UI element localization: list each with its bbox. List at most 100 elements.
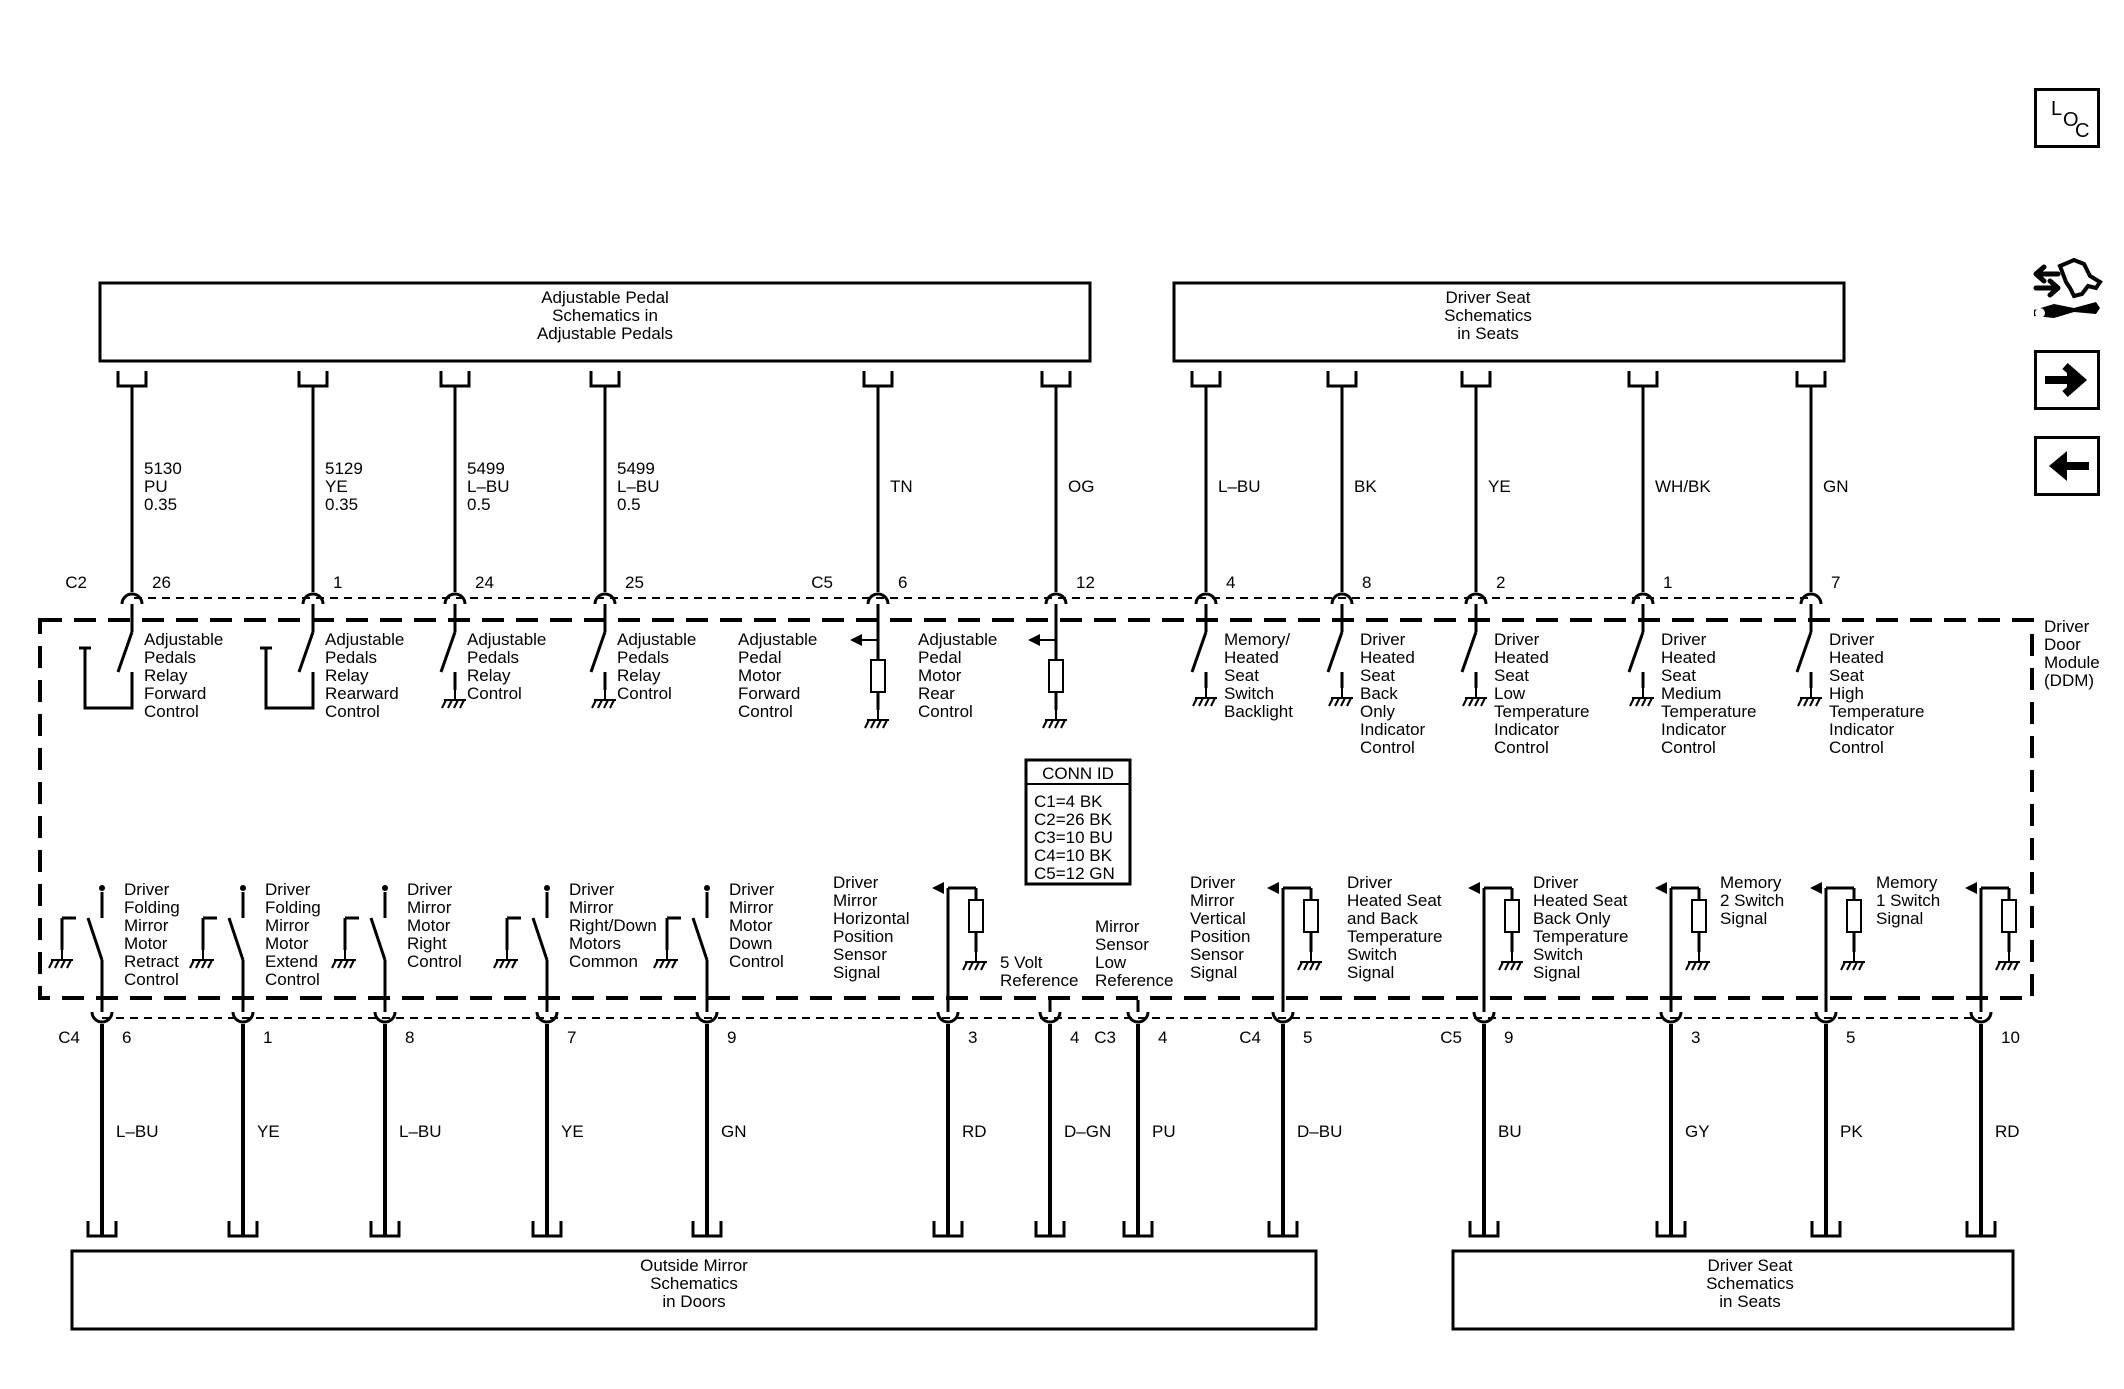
bottom-pin bbox=[1126, 1011, 1150, 1024]
top-pin-number: 2 bbox=[1496, 573, 1505, 592]
bottom-harness-connector bbox=[86, 1221, 118, 1238]
bottom-pin-number: 10 bbox=[2001, 1028, 2020, 1047]
bottom-circuit-label: Sensor bbox=[1190, 945, 1244, 964]
top-circuit-label: Heated bbox=[1829, 648, 1884, 667]
signal-arrow bbox=[850, 634, 862, 646]
bottom-wire-label: PU bbox=[1152, 1122, 1176, 1141]
top-circuit-label: Temperature bbox=[1829, 702, 1924, 721]
top-harness-connector bbox=[116, 371, 148, 388]
bottom-circuit-label: Motor bbox=[729, 916, 773, 935]
ground-symbol-hatch bbox=[1042, 719, 1048, 729]
driver-seat-bottom-box-text: Driver Seat bbox=[1707, 1256, 1792, 1275]
bottom-circuit-label: Driver bbox=[1190, 873, 1236, 892]
adjustable-pedal-box-text: Schematics in bbox=[552, 306, 658, 325]
top-pin bbox=[1464, 592, 1488, 605]
ground-symbol-hatch bbox=[1297, 961, 1303, 971]
bottom-circuit-label: 2 Switch bbox=[1720, 891, 1784, 910]
top-circuit-label: Pedal bbox=[738, 648, 781, 667]
bottom-circuit-label: Mirror bbox=[1095, 917, 1140, 936]
bottom-circuit-label: Memory bbox=[1876, 873, 1938, 892]
bottom-circuit-label: Mirror bbox=[265, 916, 310, 935]
top-circuit-label: Control bbox=[1661, 738, 1716, 757]
bottom-wire-label: D–GN bbox=[1064, 1122, 1111, 1141]
ground-symbol-hatch bbox=[962, 961, 968, 971]
top-circuit-label: Indicator bbox=[1360, 720, 1426, 739]
bottom-pin bbox=[1472, 1011, 1496, 1024]
ground-symbol-hatch bbox=[499, 959, 505, 969]
top-circuit-label: Seat bbox=[1494, 666, 1529, 685]
switch-node bbox=[240, 885, 246, 891]
driver-seat-top-box-text: in Seats bbox=[1457, 324, 1518, 343]
top-pin bbox=[1631, 592, 1655, 605]
bottom-pin-number: 4 bbox=[1070, 1028, 1079, 1047]
signal-arrow bbox=[1655, 882, 1667, 894]
top-circuit-label: Control bbox=[325, 702, 380, 721]
relay-coil-loop bbox=[79, 646, 134, 710]
top-harness-connector bbox=[297, 371, 329, 388]
ground-symbol-hatch bbox=[1315, 961, 1321, 971]
top-pin-number: 1 bbox=[333, 573, 342, 592]
ground-symbol-hatch bbox=[1797, 697, 1803, 707]
ground-symbol-hatch bbox=[195, 959, 201, 969]
tools-icon[interactable] bbox=[2030, 256, 2106, 330]
bottom-pin bbox=[936, 1011, 960, 1024]
bottom-circuit-label: Temperature bbox=[1347, 927, 1442, 946]
bottom-harness-connector bbox=[1810, 1221, 1842, 1238]
switch-node bbox=[382, 885, 388, 891]
bottom-circuit-label: Driver bbox=[265, 880, 311, 899]
ground-symbol-hatch bbox=[1840, 961, 1846, 971]
top-circuit-label: Control bbox=[918, 702, 973, 721]
loc-button[interactable]: L O C bbox=[2034, 88, 2100, 148]
top-circuit-label: Control bbox=[1494, 738, 1549, 757]
bottom-circuit-label: Common bbox=[569, 952, 638, 971]
bottom-circuit-label: and Back bbox=[1347, 909, 1418, 928]
bottom-harness-connector bbox=[932, 1221, 964, 1238]
driver-seat-top-box-text: Schematics bbox=[1444, 306, 1532, 325]
bottom-harness-connector bbox=[1122, 1221, 1154, 1238]
outside-mirror-box-text: Outside Mirror bbox=[640, 1256, 748, 1275]
top-harness-connector bbox=[1460, 371, 1492, 388]
top-wire-label: YE bbox=[1488, 477, 1511, 496]
nav-forward-button[interactable] bbox=[2034, 350, 2100, 410]
bottom-circuit-label: Signal bbox=[1720, 909, 1767, 928]
bottom-circuit-label: Driver bbox=[833, 873, 879, 892]
bottom-wire-label: YE bbox=[257, 1122, 280, 1141]
ground-symbol-hatch bbox=[1995, 961, 2001, 971]
nav-back-button[interactable] bbox=[2034, 436, 2100, 496]
bottom-wire-label: YE bbox=[561, 1122, 584, 1141]
bottom-circuit-label: Driver bbox=[1533, 873, 1579, 892]
ground-symbol-hatch bbox=[1468, 697, 1474, 707]
ground-symbol-hatch bbox=[609, 699, 615, 709]
switch-node bbox=[704, 885, 710, 891]
ground-symbol-hatch bbox=[653, 959, 659, 969]
ground-symbol-hatch bbox=[201, 959, 207, 969]
bottom-circuit-label: Temperature bbox=[1533, 927, 1628, 946]
bottom-circuit-label: Driver bbox=[407, 880, 453, 899]
top-pin bbox=[301, 592, 325, 605]
top-pin bbox=[866, 592, 890, 605]
top-circuit-label: Adjustable bbox=[738, 630, 817, 649]
ground-symbol-hatch bbox=[1803, 697, 1809, 707]
bottom-circuit-label: Down bbox=[729, 934, 772, 953]
ddm-module-label: (DDM) bbox=[2044, 671, 2094, 690]
ground-symbol-hatch bbox=[1510, 961, 1516, 971]
bottom-circuit-label: Control bbox=[407, 952, 462, 971]
top-circuit-label: Pedal bbox=[918, 648, 961, 667]
outside-mirror-box-text: Schematics bbox=[650, 1274, 738, 1293]
bottom-circuit-label: Heated Seat bbox=[1347, 891, 1442, 910]
ground-symbol-hatch bbox=[665, 959, 671, 969]
bottom-circuit-label: Motor bbox=[124, 934, 168, 953]
top-circuit-label: Pedals bbox=[467, 648, 519, 667]
bottom-circuit-label: Signal bbox=[1190, 963, 1237, 982]
top-wire-label: 0.35 bbox=[144, 495, 177, 514]
ground-symbol-hatch bbox=[1647, 697, 1653, 707]
bottom-harness-connector bbox=[1267, 1221, 1299, 1238]
top-wire-label: 5129 bbox=[325, 459, 363, 478]
bottom-pin-number: 7 bbox=[567, 1028, 576, 1047]
ground-symbol-hatch bbox=[1498, 961, 1504, 971]
top-circuit-label: Switch bbox=[1224, 684, 1274, 703]
relay-switch-contact bbox=[589, 631, 607, 673]
sensor-resistor bbox=[2001, 899, 2017, 933]
driver-seat-top-box bbox=[1172, 281, 1846, 363]
